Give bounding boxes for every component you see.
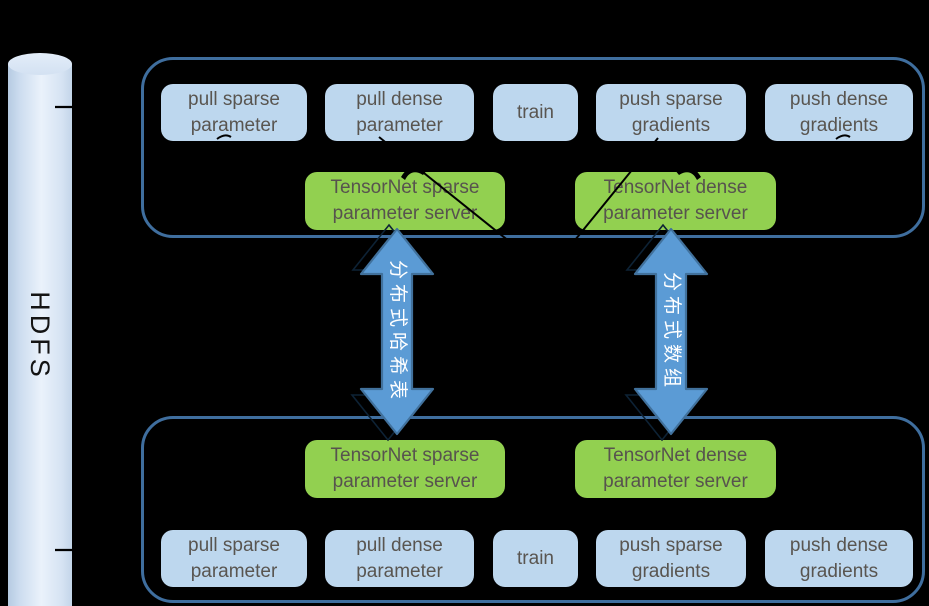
- dense-channel-label: 分布式数组: [661, 271, 682, 392]
- task-box-train-bottom: train: [493, 530, 578, 587]
- hdfs-cylinder-body: [8, 64, 72, 606]
- task-box-push-dense-gradients-top: push dense gradients: [765, 84, 913, 141]
- hdfs-cylinder-label: HDFS: [25, 291, 55, 381]
- task-box-train-top: train: [493, 84, 578, 141]
- task-box-pull-sparse-parameter-top: pull sparse parameter: [161, 84, 307, 141]
- sparse-channel-label: 分布式哈希表: [387, 259, 408, 404]
- sparse-parameter-server-bottom: TensorNet sparse parameter server: [305, 440, 505, 498]
- sparse-parameter-server-top: TensorNet sparse parameter server: [305, 172, 505, 230]
- task-box-push-sparse-gradients-bottom: push sparse gradients: [596, 530, 746, 587]
- dense-parameter-server-bottom: TensorNet dense parameter server: [575, 440, 776, 498]
- task-box-pull-dense-parameter-top: pull dense parameter: [325, 84, 474, 141]
- hdfs-cylinder-top-ellipse: [8, 53, 72, 75]
- bottom-process-container: TensorNet sparse parameter server Tensor…: [141, 416, 925, 603]
- top-process-container: pull sparse parameter pull dense paramet…: [141, 57, 925, 238]
- task-box-pull-dense-parameter-bottom: pull dense parameter: [325, 530, 474, 587]
- task-box-push-dense-gradients-bottom: push dense gradients: [765, 530, 913, 587]
- task-box-pull-sparse-parameter-bottom: pull sparse parameter: [161, 530, 307, 587]
- task-box-push-sparse-gradients-top: push sparse gradients: [596, 84, 746, 141]
- dense-parameter-server-top: TensorNet dense parameter server: [575, 172, 776, 230]
